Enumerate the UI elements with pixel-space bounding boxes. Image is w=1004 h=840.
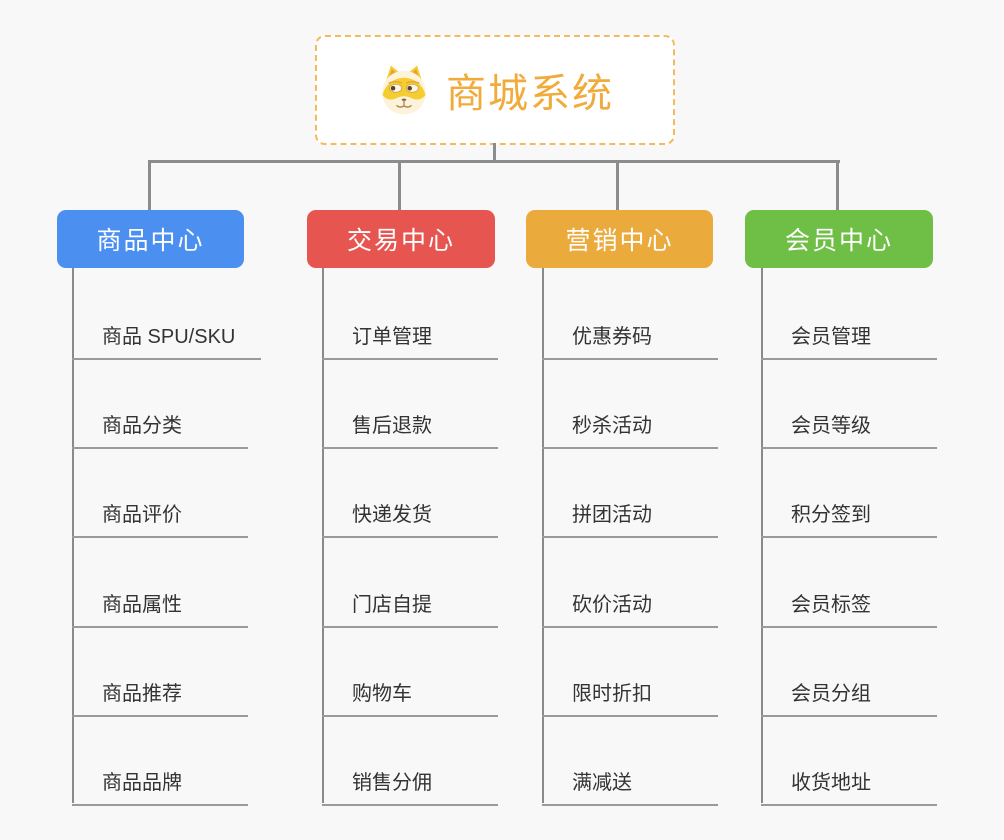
leaf-item[interactable]: 订单管理	[322, 320, 498, 360]
leaf-item[interactable]: 售后退款	[322, 409, 498, 449]
leaf-item[interactable]: 秒杀活动	[542, 409, 718, 449]
branch-spine-marketing	[542, 268, 544, 803]
branch-label: 营销中心	[565, 227, 674, 255]
leaf-item[interactable]: 优惠券码	[542, 320, 718, 360]
connector-bus	[149, 160, 840, 163]
branch-spine-trade	[322, 268, 324, 803]
connector-drop-members	[836, 160, 839, 210]
leaf-item[interactable]: 商品推荐	[72, 677, 248, 717]
leaf-item[interactable]: 商品分类	[72, 409, 248, 449]
leaf-item[interactable]: 砍价活动	[542, 588, 718, 628]
branch-header-marketing[interactable]: 营销中心	[526, 210, 713, 268]
branch-header-products[interactable]: 商品中心	[57, 210, 244, 268]
connector-drop-products	[148, 160, 151, 210]
branch-spine-members	[761, 268, 763, 803]
leaf-item[interactable]: 门店自提	[322, 588, 498, 628]
leaf-item[interactable]: 购物车	[322, 677, 498, 717]
leaf-item[interactable]: 满减送	[542, 766, 718, 806]
leaf-item[interactable]: 拼团活动	[542, 498, 718, 538]
branch-spine-products	[72, 268, 74, 803]
leaf-item[interactable]: 快递发货	[322, 498, 498, 538]
leaf-item[interactable]: 会员分组	[761, 677, 937, 717]
branch-label: 交易中心	[346, 227, 455, 255]
root-title: 商城系统	[446, 72, 614, 116]
leaf-item[interactable]: 会员标签	[761, 588, 937, 628]
branch-header-trade[interactable]: 交易中心	[307, 210, 495, 268]
branch-header-members[interactable]: 会员中心	[745, 210, 933, 268]
connector-drop-trade	[398, 160, 401, 210]
leaf-item[interactable]: 商品品牌	[72, 766, 248, 806]
doge-icon	[376, 62, 432, 118]
leaf-item[interactable]: 商品属性	[72, 588, 248, 628]
connector-drop-marketing	[616, 160, 619, 210]
leaf-item[interactable]: 销售分佣	[322, 766, 498, 806]
leaf-item[interactable]: 限时折扣	[542, 677, 718, 717]
branch-label: 会员中心	[784, 227, 893, 255]
leaf-item[interactable]: 会员等级	[761, 409, 937, 449]
leaf-item[interactable]: 商品 SPU/SKU	[72, 320, 262, 360]
root-node[interactable]: 商城系统	[315, 35, 675, 145]
leaf-item[interactable]: 商品评价	[72, 498, 248, 538]
branch-label: 商品中心	[96, 227, 205, 255]
leaf-item[interactable]: 会员管理	[761, 320, 937, 360]
leaf-item[interactable]: 积分签到	[761, 498, 937, 538]
connector-root-stem	[493, 143, 496, 161]
leaf-item[interactable]: 收货地址	[761, 766, 937, 806]
